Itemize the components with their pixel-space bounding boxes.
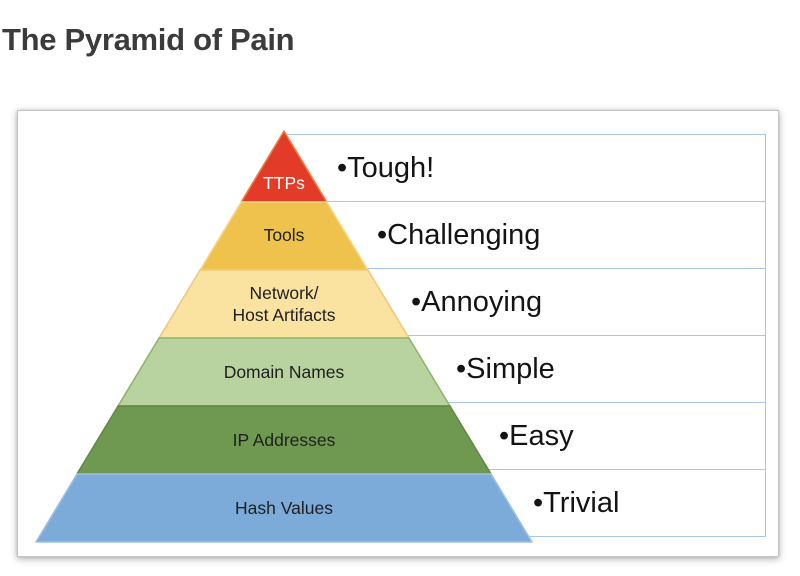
bullet: • — [411, 285, 422, 318]
pyramid-graphic: TTPs Tools Network/ Host Artifacts Domai… — [35, 130, 533, 543]
row-tough: •Tough! — [284, 134, 766, 202]
pyramid-label-domain-names: Domain Names — [224, 362, 345, 382]
bullet: • — [499, 419, 510, 452]
bullet: • — [533, 486, 544, 519]
difficulty-label-challenging: •Challenging — [377, 218, 541, 251]
diagram-card: •Tough! •Challenging •Annoying •Simple •… — [17, 110, 779, 557]
bullet: • — [377, 218, 388, 251]
pyramid-label-network: Network/ — [249, 283, 318, 303]
difficulty-label-trivial: •Trivial — [533, 486, 620, 519]
row-challenging: •Challenging — [284, 201, 766, 269]
pyramid-label-tools: Tools — [264, 225, 305, 245]
difficulty-label-simple: •Simple — [456, 352, 555, 385]
pyramid-label-host-artifacts: Host Artifacts — [232, 305, 335, 325]
pyramid-level-hash-values — [35, 473, 533, 543]
bullet: • — [456, 352, 467, 385]
difficulty-label-easy: •Easy — [499, 419, 574, 452]
bullet: • — [337, 151, 348, 184]
pyramid-level-network-host-artifacts — [158, 269, 410, 339]
difficulty-label-annoying: •Annoying — [411, 285, 543, 318]
pyramid-label-ip-addresses: IP Addresses — [233, 430, 336, 450]
difficulty-label-tough: •Tough! — [337, 151, 435, 184]
pyramid-label-hash-values: Hash Values — [235, 498, 333, 518]
page-title: The Pyramid of Pain — [2, 21, 295, 57]
pyramid-label-ttps: TTPs — [263, 173, 305, 193]
